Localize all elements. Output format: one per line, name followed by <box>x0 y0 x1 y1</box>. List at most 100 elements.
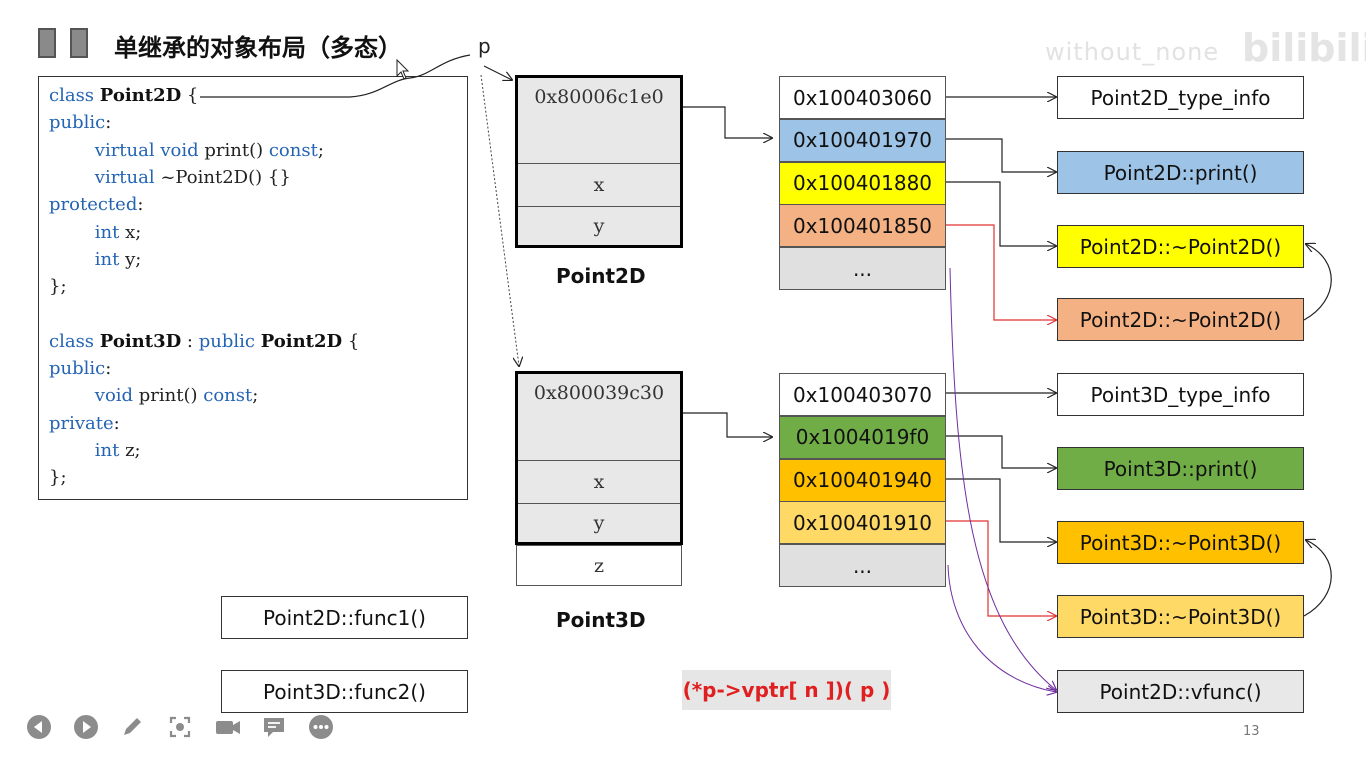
fn-point3d-print: Point3D::print() <box>1057 447 1304 490</box>
code-token: virtual <box>49 166 161 188</box>
link-2d-vfunc <box>949 267 1056 690</box>
fn-point3d-dtor-1-label: Point3D::~Point3D() <box>1079 530 1282 555</box>
code-token: : <box>113 412 120 434</box>
point3d-vtable-slot-addr: 0x1004019f0 <box>795 425 930 450</box>
fn-point2d-type-info-label: Point2D_type_info <box>1090 85 1271 110</box>
point2d-object: 0x80006c1e0 x y <box>515 75 683 248</box>
title-marker-2 <box>70 28 88 58</box>
code-line: }; <box>49 467 67 488</box>
slide-title: 单继承的对象布局（多态） <box>114 34 402 62</box>
more-icon[interactable] <box>308 714 334 740</box>
point2d-vtable-slot-addr: 0x100403060 <box>792 85 933 110</box>
fn-point2d-dtor-1-label: Point2D::~Point2D() <box>1079 234 1282 259</box>
link-3d-dtor1 <box>946 478 1056 542</box>
code-line: public: <box>49 112 111 133</box>
point2d-vtable-slot: 0x100401880 <box>779 161 946 205</box>
fn-point2d-vfunc: Point2D::vfunc() <box>1057 670 1304 713</box>
fn-point3d-print-label: Point3D::print() <box>1103 456 1258 481</box>
code-line: private: <box>49 413 120 434</box>
point2d-vptr-cell: 0x80006c1e0 <box>518 78 680 164</box>
code-line: class Point3D : public Point2D { <box>49 331 359 352</box>
code-token: print() <box>138 385 204 407</box>
code-line: int z; <box>49 440 141 461</box>
point3d-field-y: y <box>518 504 680 542</box>
func1-label: Point2D::func1() <box>263 605 426 630</box>
point2d-vtable-slot: 0x100401970 <box>779 118 946 162</box>
fn-point3d-dtor-2: Point3D::~Point3D() <box>1057 595 1304 638</box>
code-token: public <box>198 330 261 352</box>
point2d-vtable-slot: ... <box>779 247 946 291</box>
pen-icon[interactable] <box>119 714 145 740</box>
mouse-cursor-icon <box>396 58 410 80</box>
point3d-vtable-slot: 0x100403070 <box>779 373 946 416</box>
page-number: 13 <box>1243 724 1260 739</box>
point2d-field-y-label: y <box>593 215 605 237</box>
code-token: ; <box>252 385 259 407</box>
camera-icon[interactable] <box>214 714 240 740</box>
link-3d-dtor-loop <box>1303 540 1332 617</box>
point3d-vptr: 0x800039c30 <box>533 382 665 404</box>
code-line: virtual void print() const; <box>49 140 324 161</box>
point2d-field-x-label: x <box>593 174 605 196</box>
code-token: : <box>181 330 199 352</box>
prev-icon[interactable] <box>26 714 52 740</box>
code-token: print() <box>204 139 269 161</box>
point3d-vptr-cell: 0x800039c30 <box>518 374 680 461</box>
code-token: int <box>49 221 126 243</box>
code-line: int y; <box>49 248 142 270</box>
code-line: int x; <box>49 221 142 243</box>
fn-point2d-vfunc-label: Point2D::vfunc() <box>1099 679 1262 704</box>
fn-point2d-dtor-2: Point2D::~Point2D() <box>1057 298 1304 341</box>
link-3d-print <box>946 435 1056 468</box>
code-token: : <box>105 358 112 379</box>
fn-point2d-print-label: Point2D::print() <box>1103 160 1258 185</box>
code-token: int <box>49 439 126 461</box>
code-line: }; <box>49 276 67 297</box>
fn-point2d-dtor-2-label: Point2D::~Point2D() <box>1079 307 1282 332</box>
link-3d-vfunc <box>947 564 1056 692</box>
point2d-vptr-link <box>683 106 772 138</box>
fn-point3d-dtor-1: Point3D::~Point3D() <box>1057 521 1304 564</box>
code-token: virtual void <box>49 139 205 161</box>
code-token: ; <box>317 139 324 161</box>
point3d-vtable-slot: ... <box>779 544 946 588</box>
code-token: y; <box>125 248 142 270</box>
link-3d-dtor2 <box>946 520 1056 616</box>
code-token: class <box>49 85 100 106</box>
code-token: }; <box>49 276 67 298</box>
point3d-vtable-slot: 0x1004019f0 <box>779 415 946 459</box>
func2-box: Point3D::func2() <box>221 670 468 713</box>
link-2d-dtor1 <box>946 181 1056 246</box>
point3d-vtable-slot: 0x100401910 <box>779 501 946 545</box>
code-token: void <box>49 385 139 407</box>
code-token: const <box>268 139 318 161</box>
point3d-field-z: z <box>516 545 682 586</box>
fn-point2d-dtor-1: Point2D::~Point2D() <box>1057 225 1304 268</box>
code-token: { <box>181 85 199 106</box>
screenshot-icon[interactable] <box>167 714 193 740</box>
func1-box: Point2D::func1() <box>221 596 468 639</box>
point2d-field-x: x <box>518 164 680 207</box>
fn-point2d-type-info: Point2D_type_info <box>1057 76 1304 119</box>
code-line: public: <box>49 358 111 379</box>
pointer-p-arrow <box>483 65 512 80</box>
next-icon[interactable] <box>73 714 99 740</box>
code-line: virtual ~Point2D() {} <box>49 167 291 188</box>
pointer-p-dotted <box>480 74 519 366</box>
code-token: Point3D <box>99 330 182 352</box>
point3d-object: 0x800039c30 x y <box>515 371 683 545</box>
point2d-field-y: y <box>518 207 680 245</box>
point3d-vtable-slot-addr: 0x100403070 <box>792 382 933 407</box>
fn-point3d-dtor-2-label: Point3D::~Point3D() <box>1079 604 1282 629</box>
point3d-vtable-slot-addr: ... <box>852 553 873 578</box>
watermark-logo: bilibili <box>1242 26 1366 70</box>
comment-icon[interactable] <box>261 714 287 740</box>
point2d-vptr: 0x80006c1e0 <box>534 86 664 108</box>
code-token: ~Point2D() {} <box>160 166 291 188</box>
code-token: protected <box>49 194 138 216</box>
fn-point3d-type-info: Point3D_type_info <box>1057 373 1304 416</box>
code-line: void print() const; <box>49 385 259 407</box>
code-token: }; <box>49 467 67 489</box>
code-token: private <box>49 412 114 434</box>
point2d-vtable-slot-addr: 0x100401970 <box>792 128 933 153</box>
